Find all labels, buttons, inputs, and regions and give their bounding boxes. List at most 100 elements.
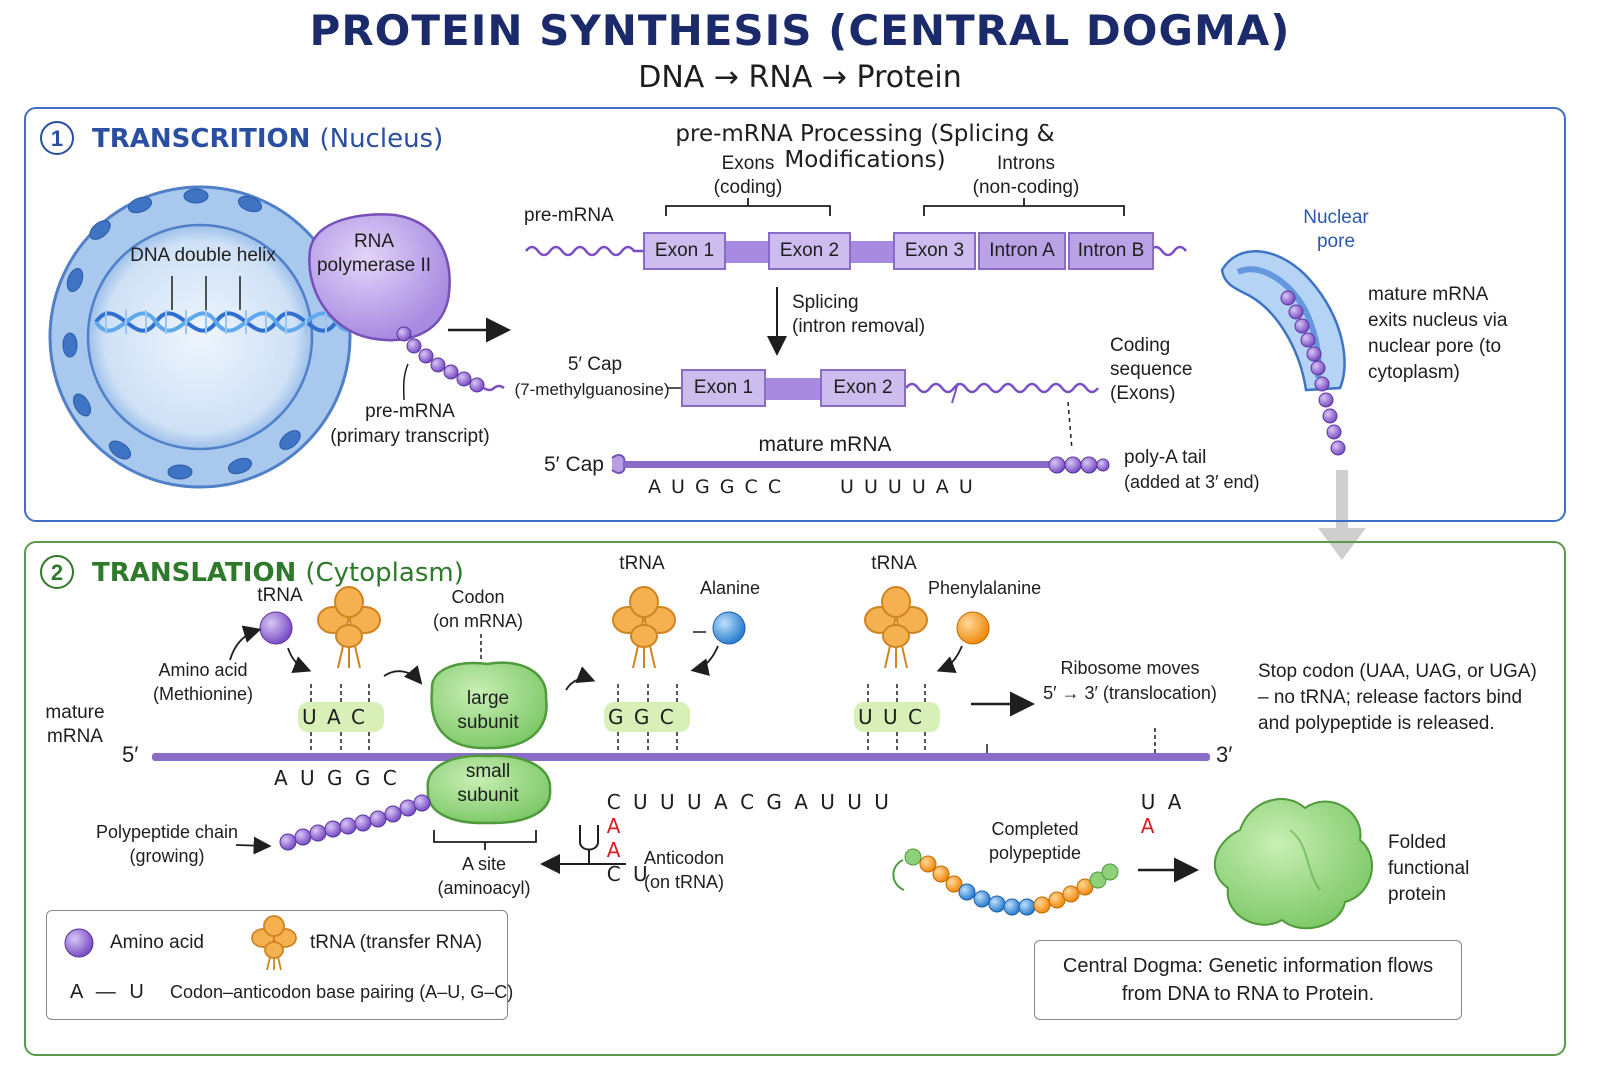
- processing-title: pre-mRNA Processing (Splicing & Modifica…: [675, 121, 1055, 173]
- pre-mrna-label: pre-mRNA: [365, 401, 455, 422]
- trna-cloverleaf-3: [864, 586, 928, 669]
- folded-protein-label: Folded functional protein: [1388, 832, 1470, 905]
- completed-polypeptide: [892, 848, 1119, 916]
- mature-cap-label: 5′ Cap: [544, 453, 604, 476]
- phenylalanine-label: Phenylalanine: [928, 578, 1042, 598]
- polya-sub: (added at 3′ end): [1124, 472, 1260, 492]
- segment-intron-a: Intron A: [978, 232, 1066, 270]
- segment-exon-2: Exon 2: [768, 232, 851, 270]
- stop-seq-red: A: [1140, 814, 1155, 838]
- mrna-seq-b: C U U U A C G A U U U: [606, 790, 889, 814]
- stop-codon-seq: U A A: [1116, 766, 1182, 838]
- spliced-exon-1: Exon 1: [681, 369, 766, 407]
- mrna-seq-c: C U: [606, 862, 648, 886]
- cap-label: 5′ Cap: [567, 354, 623, 375]
- polypeptide-sub: (growing): [129, 846, 205, 866]
- translation-panel: [24, 541, 1566, 1056]
- trna-label-3: tRNA: [871, 553, 917, 574]
- translation-location: (Cytoplasm): [305, 558, 464, 588]
- codon-box-1: [298, 702, 384, 732]
- exons-label: Exons: [721, 153, 775, 174]
- amino-1-sub: (Methionine): [152, 684, 254, 704]
- amino-1-label: Amino acid: [158, 660, 248, 680]
- central-dogma-summary: Central Dogma: Genetic information flows…: [1034, 940, 1462, 1020]
- nuclear-pore-label: Nuclear pore: [1303, 207, 1369, 252]
- stop-seq-a: U A: [1140, 790, 1182, 814]
- summary-line-1: Central Dogma: Genetic information flows: [1062, 955, 1434, 977]
- rna-polymerase: [308, 213, 451, 342]
- polymerase-label: RNA polymerase II: [316, 231, 432, 276]
- step-number-1: 1: [40, 121, 74, 155]
- mrna-seq-red-1: A: [606, 814, 621, 838]
- anticodon-3: U U C: [858, 705, 922, 729]
- splicing-sub: (intron removal): [792, 316, 926, 337]
- page-title: PROTEIN SYNTHESIS (CENTRAL DOGMA): [309, 6, 1291, 55]
- nuclear-pore: [1220, 250, 1346, 456]
- pre-mrna-transcript-beads: [396, 326, 485, 393]
- anticodon-1: U A C: [302, 705, 365, 729]
- translation-title: TRANSLATION: [92, 558, 297, 588]
- trna-label-2: tRNA: [619, 553, 665, 574]
- codon-box-2: [604, 702, 690, 732]
- legend-trna-label: tRNA (transfer RNA): [310, 932, 483, 953]
- exons-brace: [665, 198, 831, 216]
- codon-label: Codon: [451, 587, 505, 607]
- mature-seq-left: A U G G C C: [648, 476, 782, 498]
- nucleus: [48, 185, 352, 489]
- exit-note: mature mRNA exits nucleus via nuclear po…: [1368, 284, 1508, 383]
- pre-mrna-tag: pre-mRNA: [524, 205, 614, 226]
- translation-mrna-strand: [152, 753, 1210, 761]
- transcription-panel: [24, 107, 1566, 522]
- mrna-seq-a: A U G G C: [274, 766, 397, 790]
- ribosome-moves-label: Ribosome moves: [1060, 658, 1200, 678]
- dna-label: DNA double helix: [130, 245, 276, 266]
- segment-intron-b: Intron B: [1068, 232, 1154, 270]
- polypeptide-label: Polypeptide chain: [95, 822, 239, 842]
- page-subtitle: DNA → RNA → Protein: [638, 60, 962, 95]
- spliced-exon-2: Exon 2: [820, 369, 906, 407]
- mrna-seq-line: C U U U A C G A U U U A A C U: [582, 766, 889, 886]
- alanine-amino-acid: [712, 611, 746, 645]
- stop-note-2: – no tRNA; release factors bind: [1258, 687, 1523, 708]
- codon-box-3: [854, 702, 940, 732]
- growing-polypeptide-chain: [279, 794, 431, 851]
- stop-note-3: and polypeptide is released.: [1258, 713, 1495, 734]
- translation-heading: TRANSLATION (Cytoplasm): [92, 558, 464, 588]
- trna-label-1: tRNA: [257, 585, 303, 606]
- legend-box: [46, 910, 508, 1020]
- coding-label: Coding sequence (Exons): [1110, 335, 1193, 404]
- step-number-2: 2: [40, 555, 74, 589]
- small-subunit-label: small subunit: [457, 761, 519, 806]
- anticodon-sub: (on tRNA): [644, 872, 725, 892]
- cytoplasm-transition-arrow: [1318, 470, 1366, 560]
- trna-cloverleaf-2: [612, 586, 676, 669]
- phenylalanine-amino-acid: [956, 611, 990, 645]
- three-prime-label: 3′: [1216, 742, 1233, 767]
- pre-mrna-sub: (primary transcript): [330, 426, 490, 447]
- polya-label: poly-A tail: [1124, 447, 1207, 468]
- mrna-seq-red-2: A: [606, 838, 621, 862]
- mature-seq-right: U U U U A U: [840, 476, 973, 498]
- transcription-heading: TRANSCRITION (Nucleus): [92, 124, 443, 154]
- large-subunit-label: large subunit: [457, 688, 519, 733]
- introns-sub: (non-coding): [972, 177, 1080, 198]
- translation-mrna-label: mature mRNA: [45, 702, 105, 747]
- completed-polypeptide-label: Completed polypeptide: [988, 819, 1082, 863]
- introns-label: Introns: [996, 153, 1056, 174]
- asite-label: A site: [461, 854, 507, 874]
- segment-exon-3: Exon 3: [893, 232, 976, 270]
- pre-mrna-strand: [525, 241, 1187, 263]
- alanine-label: Alanine: [700, 578, 761, 598]
- five-prime-label: 5′: [122, 742, 139, 767]
- asite-sub: (aminoacyl): [437, 878, 531, 898]
- trna-cloverleaf-1: [317, 586, 381, 669]
- ribosome-moves-sub: 5′ → 3′ (translocation): [1043, 683, 1217, 703]
- anticodon-2: G G C: [608, 705, 674, 729]
- folded-protein: [1213, 798, 1373, 930]
- legend-trna-icon: [251, 915, 297, 971]
- legend-amino-acid-label: Amino acid: [110, 932, 204, 953]
- summary-line-2: from DNA to RNA to Protein.: [1121, 983, 1375, 1005]
- exons-sub: (coding): [713, 177, 783, 198]
- mature-mrna-label: mature mRNA: [758, 433, 892, 456]
